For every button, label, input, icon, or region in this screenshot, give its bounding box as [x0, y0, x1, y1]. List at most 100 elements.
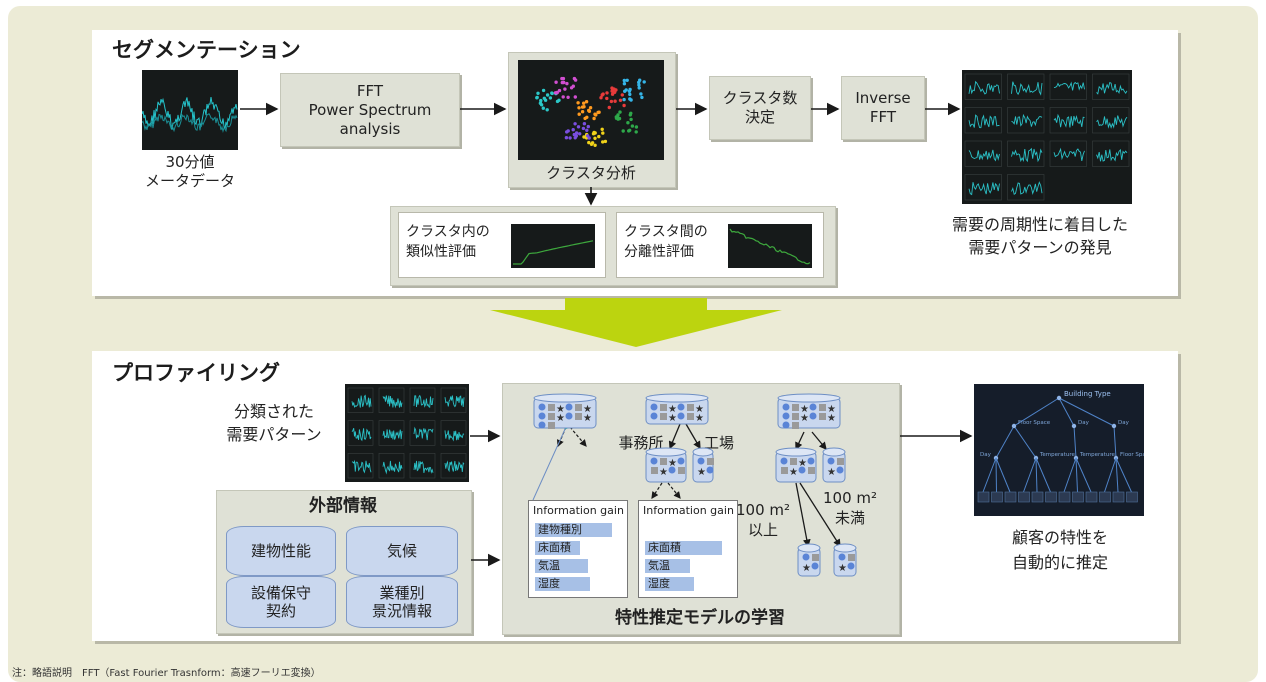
cluster-point [603, 139, 608, 144]
cluster-point [614, 88, 618, 92]
cluster-point [622, 82, 627, 86]
pattern-cell [1092, 107, 1130, 134]
discovery-label-2: 需要パターンの発見 [968, 238, 1112, 257]
tree-edge [1115, 457, 1132, 493]
eval-between-plot [728, 224, 812, 268]
cluster-point [591, 132, 596, 136]
db-item-square [812, 554, 819, 561]
db-item-square [819, 413, 826, 420]
cluster-point [605, 91, 609, 95]
cluster-point [601, 131, 605, 135]
arrow-db2-left [668, 423, 681, 450]
eval-within-line-1: クラスタ内の [406, 224, 490, 240]
db-item-square [792, 404, 799, 411]
cluster-point [548, 96, 553, 100]
footer-note: 注：略語説明 FFT（Fast Fourier Trasnform：高速フーリエ… [12, 668, 321, 679]
tree-edge [1073, 425, 1077, 459]
cluster-point [605, 96, 609, 101]
office-label: 事務所 [618, 434, 664, 452]
cluster-count-box: クラスタ数 決定 [709, 76, 811, 140]
cluster-point [568, 136, 572, 140]
pattern-curve [968, 149, 1000, 162]
tree-edge [1104, 457, 1117, 493]
cluster-point [593, 143, 597, 147]
classified-pattern-grid [345, 384, 469, 482]
db-item-circle [811, 562, 819, 570]
cluster-point [628, 113, 632, 117]
pattern-cell [378, 387, 405, 413]
cluster-point [609, 99, 614, 104]
pattern-cell [964, 140, 1002, 167]
pattern-curve [413, 460, 434, 474]
pattern-cell [1092, 73, 1130, 100]
db-item-star: ★ [556, 413, 565, 424]
fft-line-1: FFT [356, 81, 384, 100]
tree-edge [1058, 397, 1075, 427]
demand-pattern-grid [962, 70, 1132, 204]
db-item-star: ★ [827, 413, 836, 424]
cluster-point [539, 98, 543, 103]
cluster-point [585, 128, 589, 132]
cluster-point [628, 92, 632, 97]
db-item-star: ★ [838, 563, 847, 574]
tree-edge [995, 425, 1015, 459]
pattern-curve [382, 460, 403, 475]
db-item-star: ★ [583, 404, 592, 415]
pattern-cell [1007, 107, 1045, 134]
ig1-row-0: 建物種別 [535, 523, 612, 537]
db-cylinder-top [797, 543, 821, 553]
pattern-curve [1053, 81, 1085, 91]
inverse-fft-box: Inverse FFT [841, 76, 925, 140]
db-item-star: ★ [802, 563, 811, 574]
ig2-row-0: 床面積 [645, 541, 722, 555]
cluster-point [622, 103, 626, 108]
cluster-point [593, 136, 597, 140]
db-item-square [687, 404, 694, 411]
eval-within-label: クラスタ内の 類似性評価 [406, 222, 490, 262]
arrow-db3-right [811, 431, 827, 451]
tree-leaf [977, 491, 990, 503]
discovery-label-1: 需要の周期性に着目した [951, 215, 1128, 234]
db-item-square [792, 413, 799, 420]
cluster-point [634, 130, 638, 134]
pattern-curve [351, 428, 372, 442]
db-item-square [781, 467, 788, 474]
db-item-circle [706, 466, 714, 474]
db-item-circle [538, 412, 546, 420]
tree-node-label: Day [1118, 420, 1130, 426]
pattern-cell [409, 453, 436, 479]
pattern-curve [444, 430, 465, 442]
db-item-square [678, 467, 685, 474]
pattern-cell [1007, 140, 1045, 167]
db-item-square [819, 404, 826, 411]
area-over-label-1: 100 m² [735, 501, 791, 519]
tree-node [1011, 423, 1017, 429]
pattern-cell [347, 453, 374, 479]
tree-node [1111, 423, 1117, 429]
pattern-curve [1011, 113, 1043, 127]
cluster-point [623, 89, 627, 93]
ext-industry-line-2: 景況情報 [371, 602, 432, 620]
cluster-point [616, 113, 620, 117]
tree-leaf [1031, 491, 1044, 503]
pattern-curve [413, 426, 434, 441]
tree-edge [1063, 457, 1077, 493]
cluster-point [555, 99, 560, 104]
cluster-count-line-1: クラスタ数 [722, 89, 798, 107]
db-item-circle [838, 553, 846, 561]
cluster-point [578, 132, 582, 136]
cluster-point [543, 98, 548, 102]
meter-label-2: メータデータ [144, 172, 235, 190]
db-item-square [548, 404, 555, 411]
arrow-db3s-right [799, 482, 841, 548]
tree-node-label: Temperature [1079, 452, 1115, 458]
tree-leaf [1058, 491, 1071, 503]
cluster-point [637, 83, 641, 87]
ig2-row-2: 湿度 [645, 577, 695, 591]
cluster-point [576, 101, 580, 105]
cluster-point [541, 88, 546, 93]
cluster-point [539, 103, 544, 107]
cluster-point [555, 90, 559, 95]
